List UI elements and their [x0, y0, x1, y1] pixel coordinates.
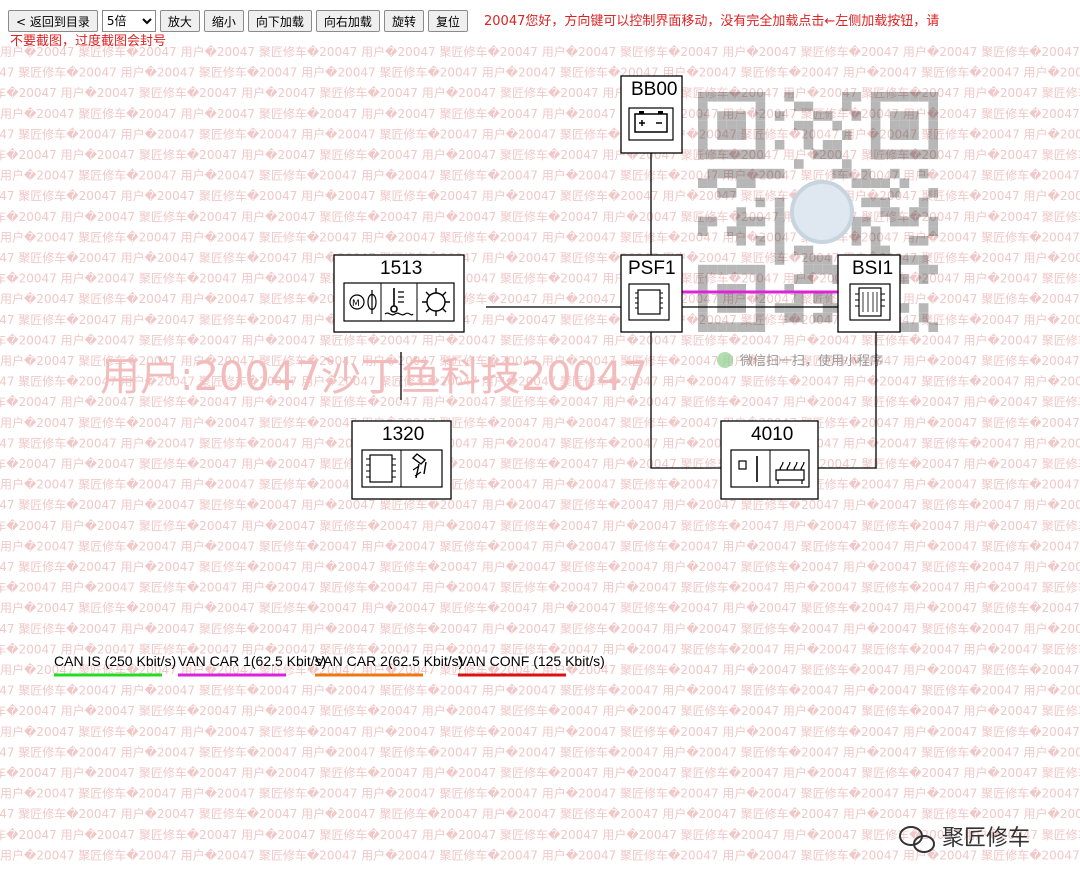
watermark-row: 用户�20047 聚匠修车�20047 用户�20047 聚匠修车�20047 … [0, 538, 1080, 553]
node-4010[interactable]: 4010 [720, 420, 819, 500]
battery-icon [628, 107, 674, 141]
watermark-row: 用户�20047 聚匠修车�20047 用户�20047 聚匠修车�20047 … [0, 147, 1080, 162]
watermark-row: 用户�20047 聚匠修车�20047 用户�20047 聚匠修车�20047 … [0, 724, 1080, 739]
svg-text:M: M [352, 299, 360, 309]
watermark-row: 用户�20047 聚匠修车�20047 用户�20047 聚匠修车�20047 … [0, 518, 1080, 533]
watermark-row: 用户�20047 聚匠修车�20047 用户�20047 聚匠修车�20047 … [0, 332, 1080, 347]
watermark-row: 用户�20047 聚匠修车�20047 用户�20047 聚匠修车�20047 … [0, 827, 1080, 842]
injector-icon [411, 453, 427, 479]
watermark-row: 用户�20047 聚匠修车�20047 用户�20047 聚匠修车�20047 … [0, 806, 1080, 821]
watermark-row: 用户�20047 聚匠修车�20047 用户�20047 聚匠修车�20047 … [0, 847, 1080, 862]
node-bb00[interactable]: BB00 [620, 75, 683, 154]
node-1513[interactable]: 1513 M [333, 254, 465, 333]
legend-label-0: CAN IS (250 Kbit/s) [54, 653, 176, 669]
wechat-logo-icon [899, 826, 935, 853]
watermark-row: 用户�20047 聚匠修车�20047 用户�20047 聚匠修车�20047 … [0, 394, 1080, 409]
watermark-row: 用户�20047 聚匠修车�20047 用户�20047 聚匠修车�20047 … [0, 85, 1080, 100]
fan-motor-icon: M [349, 290, 377, 314]
watermark-row: 用户�20047 聚匠修车�20047 用户�20047 聚匠修车�20047 … [0, 641, 1080, 656]
node-1320-label: 1320 [382, 424, 424, 445]
watermark-row: 用户�20047 聚匠修车�20047 用户�20047 聚匠修车�20047 … [0, 497, 1080, 512]
notice-text-line2: 不要截图，过度截图会封号 [10, 34, 167, 49]
watermark-row: 用户�20047 聚匠修车�20047 用户�20047 聚匠修车�20047 … [0, 168, 1080, 183]
node-psf1[interactable]: PSF1 [620, 254, 683, 333]
watermark-row: 用户�20047 聚匠修车�20047 用户�20047 聚匠修车�20047 … [0, 44, 1080, 59]
qr-logo-icon [790, 180, 854, 244]
watermark-row: 用户�20047 聚匠修车�20047 用户�20047 聚匠修车�20047 … [0, 621, 1080, 636]
notice-text: 20047您好，方向键可以控制界面移动，没有完全加载点击←左侧加载按钮，请 [484, 14, 940, 29]
back-to-catalog-button[interactable]: < 返回到目录 [8, 10, 98, 32]
bsi-module-icon [849, 283, 891, 321]
node-bsi1-label: BSI1 [852, 258, 893, 279]
switch-icon [738, 456, 758, 482]
node-1513-label: 1513 [380, 258, 422, 279]
toolbar: < 返回到目录 5倍 放大 缩小 向下加载 向右加载 旋转 复位 [8, 10, 468, 32]
watermark-row: 用户�20047 聚匠修车�20047 用户�20047 聚匠修车�20047 … [0, 65, 1080, 80]
node-bsi1[interactable]: BSI1 [837, 254, 901, 333]
node-1320[interactable]: 1320 [351, 420, 452, 500]
ac-compressor-icon [422, 288, 450, 316]
brand-name: 聚匠修车 [942, 826, 1030, 851]
qr-caption: 微信扫一扫，使用小程序 [740, 353, 883, 369]
watermark-row: 用户�20047 聚匠修车�20047 用户�20047 聚匠修车�20047 … [0, 600, 1080, 615]
zoom-select[interactable]: 5倍 [101, 10, 156, 32]
legend-label-2: VAN CAR 2(62.5 Kbit/s) [315, 653, 463, 669]
legend: CAN IS (250 Kbit/s)VAN CAR 1(62.5 Kbit/s… [54, 653, 605, 677]
watermark-row: 用户�20047 聚匠修车�20047 用户�20047 聚匠修车�20047 … [0, 291, 1080, 306]
zoom-in-button[interactable]: 放大 [159, 10, 200, 32]
rotate-button[interactable]: 旋转 [383, 10, 424, 32]
engine-ecu-icon [366, 454, 396, 483]
watermark-row: 用户�20047 聚匠修车�20047 用户�20047 聚匠修车�20047 … [0, 126, 1080, 141]
watermark-row: 用户�20047 聚匠修车�20047 用户�20047 聚匠修车�20047 … [0, 765, 1080, 780]
watermark-row: 用户�20047 聚匠修车�20047 用户�20047 聚匠修车�20047 … [0, 703, 1080, 718]
qr-code: 微信扫一扫，使用小程序 [698, 92, 938, 369]
watermark-row: 用户�20047 聚匠修车�20047 用户�20047 聚匠修车�20047 … [0, 744, 1080, 759]
legend-label-3: VAN CONF (125 Kbit/s) [458, 653, 605, 669]
wechat-icon [717, 352, 733, 368]
watermark-row: 用户�20047 聚匠修车�20047 用户�20047 聚匠修车�20047 … [0, 786, 1080, 801]
wires [400, 153, 877, 469]
node-4010-label: 4010 [751, 424, 793, 445]
reset-button[interactable]: 复位 [427, 10, 468, 32]
wire-psf1-4010 [650, 332, 721, 469]
coolant-temperature-icon [384, 288, 414, 316]
node-bb00-label: BB00 [631, 79, 677, 100]
load-down-button[interactable]: 向下加载 [247, 10, 312, 32]
watermark-row: 用户�20047 聚匠修车�20047 用户�20047 聚匠修车�20047 … [0, 683, 1080, 698]
wire-bsi1-4010 [818, 332, 877, 469]
ecu-chip-icon [628, 283, 670, 321]
brand-mark: 聚匠修车 [899, 826, 1030, 853]
watermark-row: 用户�20047 聚匠修车�20047 用户�20047 聚匠修车�20047 … [0, 250, 1080, 265]
heated-seat-icon [775, 461, 805, 484]
watermark-row: 用户�20047 聚匠修车�20047 用户�20047 聚匠修车�20047 … [0, 353, 1080, 368]
load-right-button[interactable]: 向右加载 [315, 10, 380, 32]
watermark-row: 用户�20047 聚匠修车�20047 用户�20047 聚匠修车�20047 … [0, 374, 1080, 389]
node-psf1-label: PSF1 [628, 258, 676, 279]
watermark-row: 用户�20047 聚匠修车�20047 用户�20047 聚匠修车�20047 … [0, 662, 1080, 677]
legend-label-1: VAN CAR 1(62.5 Kbit/s) [178, 653, 326, 669]
watermark-row: 用户�20047 聚匠修车�20047 用户�20047 聚匠修车�20047 … [0, 580, 1080, 595]
watermark-big-text: 用户:20047沙丁鱼科技20047 [100, 354, 648, 400]
watermark-row: 用户�20047 聚匠修车�20047 用户�20047 聚匠修车�20047 … [0, 106, 1080, 121]
watermark-row: 用户�20047 聚匠修车�20047 用户�20047 聚匠修车�20047 … [0, 559, 1080, 574]
watermark-row: 用户�20047 聚匠修车�20047 用户�20047 聚匠修车�20047 … [0, 312, 1080, 327]
zoom-out-button[interactable]: 缩小 [203, 10, 244, 32]
watermark-row: 用户�20047 聚匠修车�20047 用户�20047 聚匠修车�20047 … [0, 271, 1080, 286]
